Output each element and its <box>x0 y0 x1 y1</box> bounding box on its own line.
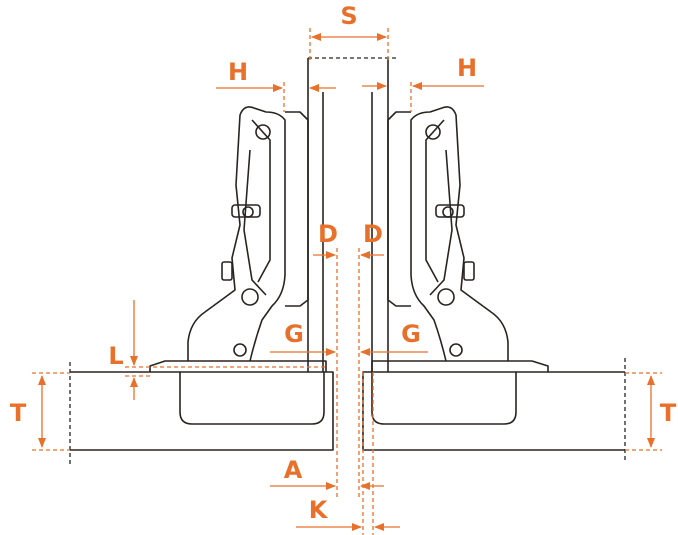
right-screw-low <box>463 261 475 281</box>
right-screw-mid <box>435 204 465 218</box>
label-g-left: G <box>284 320 304 348</box>
label-k: K <box>309 496 329 524</box>
left-hinge-arm-inner <box>251 119 271 283</box>
right-pivot-low <box>437 288 455 306</box>
left-pivot-low <box>241 288 259 306</box>
left-mounting-plate <box>149 360 327 372</box>
right-hinge-arm <box>410 106 509 362</box>
right-pivot-mid <box>442 206 454 218</box>
right-door-panel <box>362 371 625 451</box>
left-hinge-arm <box>187 106 286 362</box>
left-pivot-base <box>233 343 247 357</box>
label-l: L <box>108 342 123 370</box>
dimension-lines <box>32 28 662 535</box>
label-d-left: D <box>318 220 338 248</box>
hinge-outline <box>70 58 625 451</box>
right-pivot-top <box>425 124 441 140</box>
label-h-right: H <box>457 54 477 82</box>
label-g-right: G <box>401 320 421 348</box>
left-pivot-top <box>255 124 271 140</box>
right-hinge-arm-inner <box>425 119 445 283</box>
label-h-left: H <box>228 58 248 86</box>
left-hinge-link <box>243 149 267 296</box>
right-pivot-base <box>449 343 463 357</box>
left-hinge-bracket <box>285 111 309 307</box>
label-t-right: T <box>660 399 677 427</box>
left-screw-mid <box>231 204 261 218</box>
label-s: S <box>340 2 357 30</box>
dimension-labels: S H H D D G G L T T A K <box>10 2 677 524</box>
left-door-panel <box>70 371 334 451</box>
label-d-right: D <box>363 220 383 248</box>
label-t-left: T <box>10 399 27 427</box>
label-a: A <box>284 456 303 484</box>
right-mounting-plate <box>371 360 549 372</box>
right-hinge-cup <box>371 372 517 425</box>
outline-dashed-guides <box>69 57 626 466</box>
left-hinge-cup <box>179 372 325 425</box>
left-pivot-mid <box>242 206 254 218</box>
right-hinge-link <box>429 149 453 296</box>
left-screw-low <box>221 261 233 281</box>
right-hinge-bracket <box>387 111 411 307</box>
